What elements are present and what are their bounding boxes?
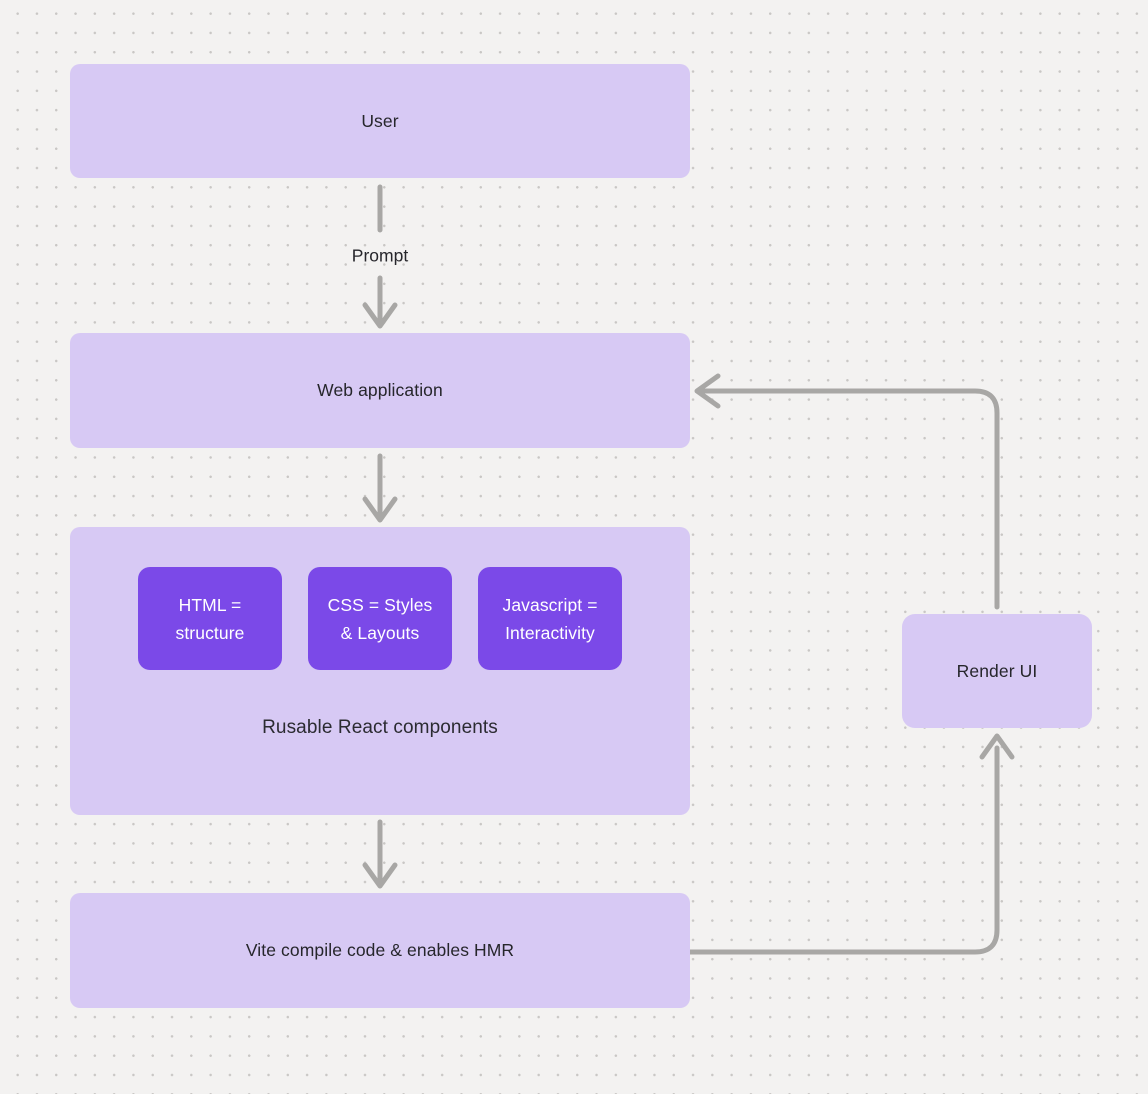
node-web-application: Web application — [70, 333, 690, 448]
edge-user-webapp-arrowhead — [362, 302, 398, 329]
edge-renderui-webapp-line — [700, 388, 1000, 610]
node-html: HTML = structure — [138, 567, 282, 670]
node-user-label: User — [361, 110, 399, 131]
edge-vite-renderui-line — [687, 745, 1000, 955]
node-vite-label: Vite compile code & enables HMR — [245, 940, 515, 960]
node-css: CSS = Styles & Layouts — [308, 567, 452, 670]
components-caption: Rusable React components — [262, 717, 498, 738]
edge-webapp-components-arrowhead — [362, 496, 398, 523]
node-render-ui-label: Render UI — [956, 660, 1038, 681]
node-render-ui: Render UI — [902, 614, 1092, 728]
node-html-label: HTML = structure — [175, 594, 245, 643]
edge-renderui-webapp-arrowhead — [694, 373, 721, 409]
edge-vite-renderui-arrowhead — [979, 733, 1015, 760]
node-web-application-label: Web application — [317, 380, 443, 400]
node-css-label: CSS = Styles & Layouts — [327, 594, 433, 643]
node-user: User — [70, 64, 690, 178]
edge-label-prompt: Prompt — [351, 245, 409, 266]
edge-components-vite-arrowhead — [362, 862, 398, 889]
node-vite: Vite compile code & enables HMR — [70, 893, 690, 1008]
components-group: HTML = structure CSS = Styles & Layouts … — [70, 527, 690, 815]
node-javascript: Javascript = Interactivity — [478, 567, 622, 670]
components-row: HTML = structure CSS = Styles & Layouts … — [138, 567, 622, 670]
node-javascript-label: Javascript = Interactivity — [502, 594, 598, 643]
